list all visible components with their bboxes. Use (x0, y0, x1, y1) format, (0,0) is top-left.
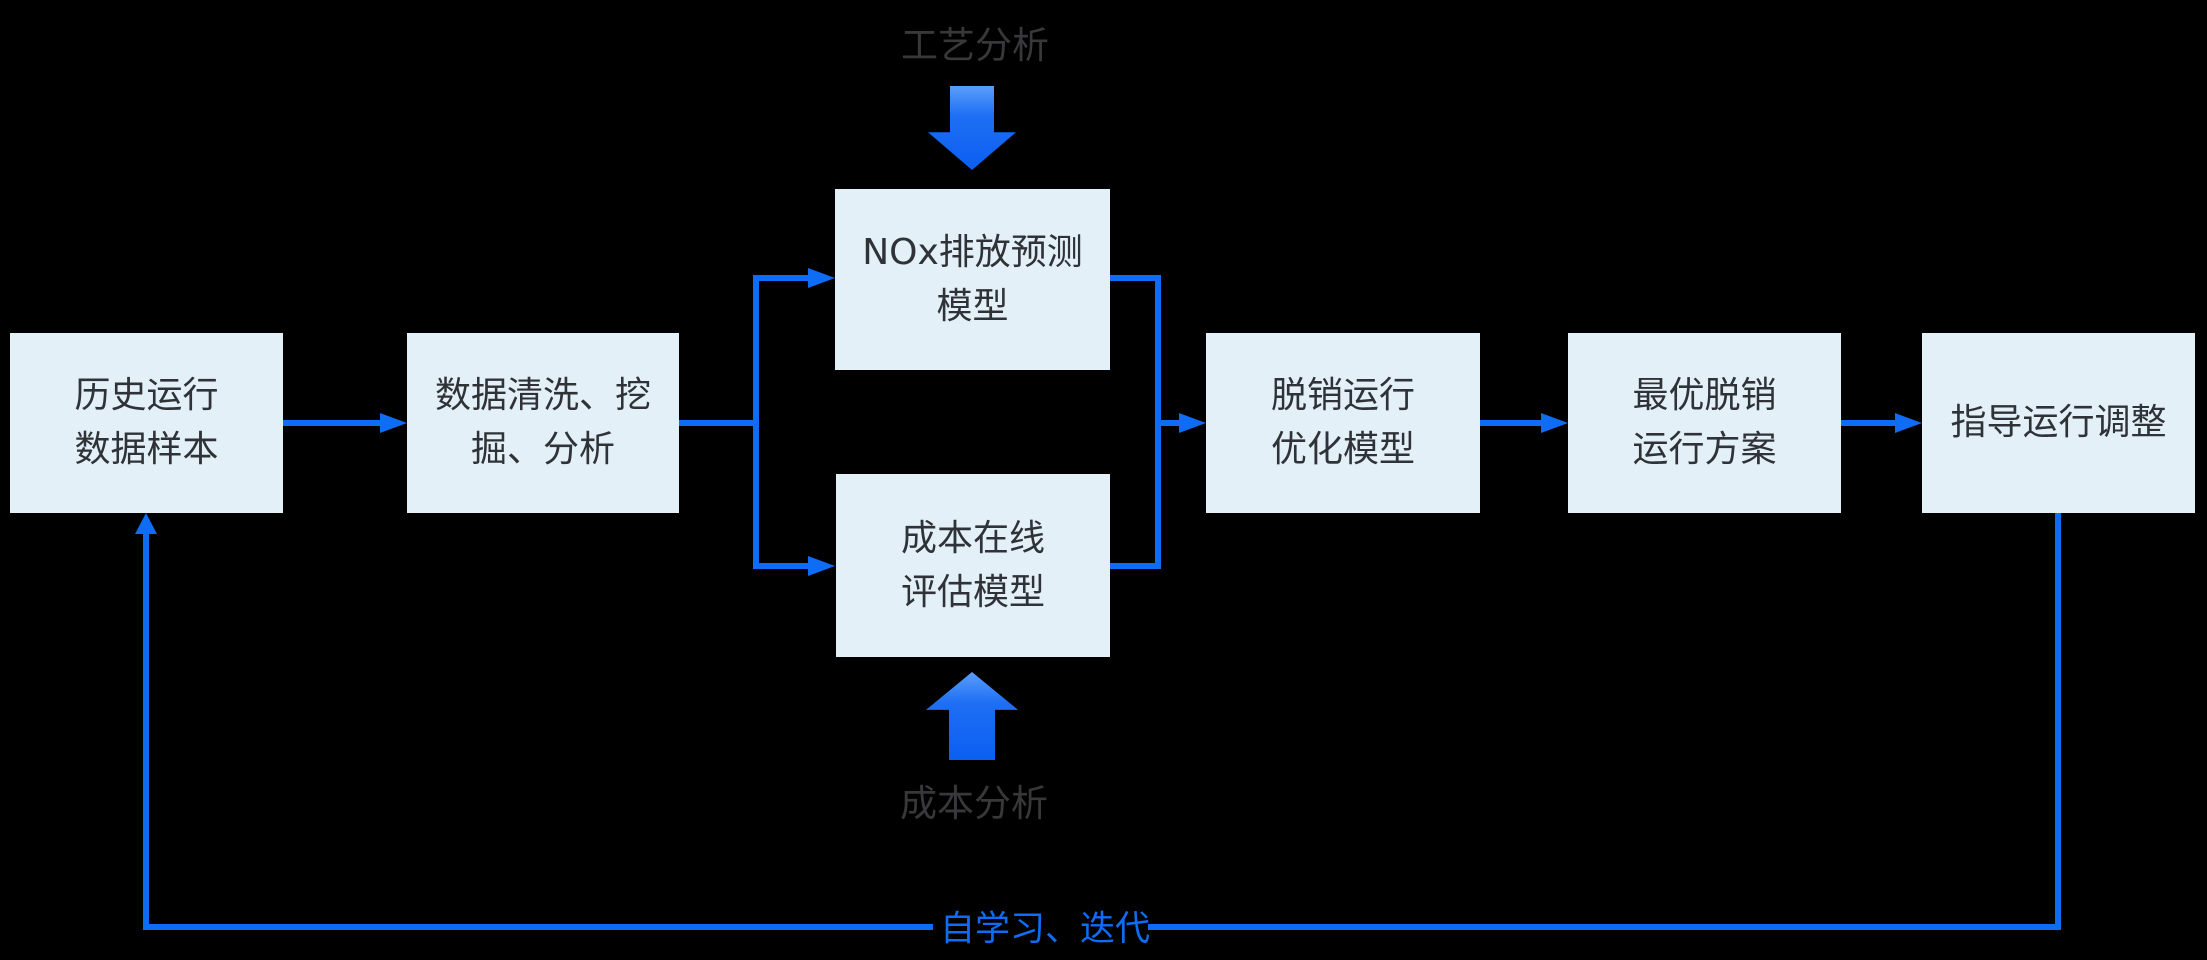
cost-analysis-label: 成本分析 (900, 782, 1048, 825)
process-analysis-label: 工艺分析 (901, 24, 1049, 67)
arrowhead-into-cleaning-icon (380, 413, 407, 433)
self-learning-iteration-label: 自学习、迭代 (939, 909, 1151, 950)
node-historical-line1: 历史运行 (74, 375, 219, 416)
connector-branch-to-cost (759, 563, 808, 569)
node-data-cleaning: 数据清洗、挖 掘、分析 (407, 333, 679, 513)
node-cost-line2: 评估模型 (900, 571, 1045, 613)
node-cost-line1: 成本在线 (900, 517, 1045, 559)
node-plan-line1: 最优脱销 (1632, 375, 1777, 416)
node-cost-evaluation-model: 成本在线 评估模型 (836, 474, 1110, 657)
connector-optimization-to-plan (1480, 420, 1541, 426)
connector-branch-to-nox (759, 275, 808, 281)
connector-cost-to-merge (1110, 563, 1155, 569)
connector-historical-to-cleaning (283, 420, 380, 426)
connector-feedback-bottom-right (1148, 924, 2061, 930)
node-operation-optimization-model: 脱销运行 优化模型 (1206, 333, 1480, 513)
process-analysis-arrow-down-icon (928, 86, 1016, 170)
arrowhead-into-optimization-icon (1179, 413, 1206, 433)
connector-feedback-bottom-left (143, 924, 933, 930)
node-cleaning-line2: 掘、分析 (470, 429, 615, 470)
connector-cleaning-to-branch (679, 420, 759, 426)
node-historical-line2: 数据样本 (74, 429, 219, 470)
arrowhead-into-plan-icon (1541, 413, 1568, 433)
connector-feedback-up (143, 534, 149, 930)
connector-feedback-down (2055, 513, 2061, 930)
connector-plan-to-guide (1841, 420, 1895, 426)
arrowhead-into-nox-icon (808, 268, 835, 288)
cost-analysis-arrow-up-icon (926, 672, 1018, 760)
node-historical-data: 历史运行 数据样本 (10, 333, 283, 513)
connector-merge-to-optimization (1161, 420, 1179, 426)
arrowhead-into-cost-icon (808, 556, 835, 576)
node-nox-line1: NOx排放预测 (862, 231, 1083, 273)
node-plan-line2: 运行方案 (1632, 429, 1777, 470)
node-guide-operation-adjustment: 指导运行调整 (1922, 333, 2195, 513)
node-optimize-line1: 脱销运行 (1270, 375, 1415, 416)
node-nox-prediction-model: NOx排放预测 模型 (835, 189, 1110, 370)
arrowhead-into-historical-icon (135, 513, 157, 534)
connector-nox-to-merge (1110, 275, 1161, 281)
node-optimal-operation-plan: 最优脱销 运行方案 (1568, 333, 1841, 513)
node-cleaning-line1: 数据清洗、挖 (434, 375, 651, 416)
arrowhead-into-guide-icon (1895, 413, 1922, 433)
node-nox-line2: 模型 (936, 285, 1009, 327)
connector-merge-vertical (1155, 275, 1161, 569)
node-optimize-line2: 优化模型 (1270, 429, 1415, 470)
node-guide-line1: 指导运行调整 (1950, 402, 2167, 443)
connector-branch-vertical (753, 275, 759, 569)
